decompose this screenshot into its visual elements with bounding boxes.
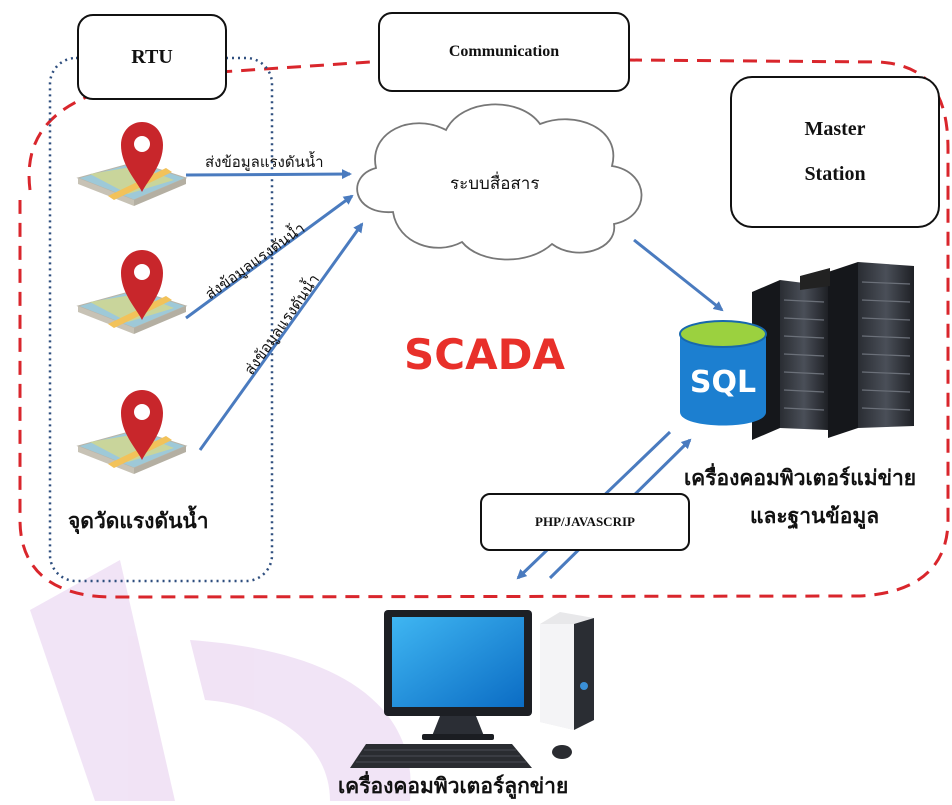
cloud-label: ระบบสื่อสาร (450, 174, 540, 194)
server-rack-icon (752, 262, 914, 440)
station-label: Station (804, 163, 866, 185)
rtu-label: RTU (131, 45, 173, 68)
sql-database-icon: SQL (679, 320, 767, 426)
server-label-line1: เครื่องคอมพิวเตอร์แม่ข่าย (684, 466, 917, 490)
send-data-label-3: ส่งข้อมูลแรงดันน้ำ (239, 270, 323, 379)
arrow-cloud-to-server (633, 238, 724, 312)
rtu-box: RTU (77, 14, 227, 100)
sql-label: SQL (690, 365, 756, 400)
send-data-label-1: ส่งข้อมูลแรงดันน้ำ (205, 151, 324, 171)
arrow-rtu3-to-cloud (198, 222, 364, 451)
master-station-box: Master Station (730, 76, 940, 228)
client-label: เครื่องคอมพิวเตอร์ลูกข่าย (338, 774, 569, 798)
communication-box: Communication (378, 12, 630, 92)
php-javascript-box: PHP/JAVASCRIP (480, 493, 690, 551)
php-javascript-label: PHP/JAVASCRIP (535, 514, 635, 529)
map-pin-icon (76, 390, 188, 474)
master-label: Master (804, 118, 866, 140)
cloud-icon (356, 103, 643, 261)
map-pin-icon (76, 122, 188, 206)
communication-label: Communication (448, 43, 560, 60)
map-pin-icon (76, 250, 188, 334)
server-label-line2: และฐานข้อมูล (750, 504, 880, 528)
desktop-computer-icon (350, 610, 594, 768)
send-data-label-2: ส่งข้อมูลแรงดันน้ำ (201, 217, 309, 303)
scada-title: SCADA (404, 330, 565, 379)
arrow-rtu1-to-cloud (185, 169, 352, 180)
arrow-rtu2-to-cloud (185, 194, 354, 320)
measure-points-label: จุดวัดแรงดันน้ำ (68, 509, 209, 533)
